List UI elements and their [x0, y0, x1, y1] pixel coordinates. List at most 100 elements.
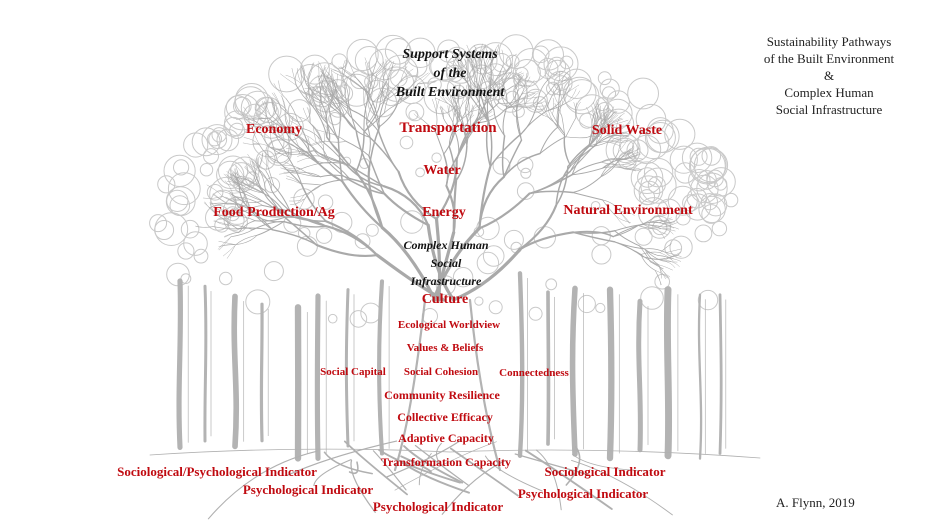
canopy-leaf-cluster [269, 56, 305, 92]
aerial-root [699, 295, 701, 459]
canopy-leaf-cluster [724, 193, 737, 206]
canopy-leaf-cluster [406, 103, 424, 121]
canopy-leaf-cluster [521, 168, 531, 178]
tree-branch [639, 246, 650, 262]
tree-branch [279, 171, 296, 174]
crown-heading: Support Systems of the Built Environment [396, 45, 505, 102]
tree-branch [573, 193, 603, 200]
canopy-leaf-cluster [350, 311, 367, 328]
tree-branch [297, 158, 310, 162]
author-credit: A. Flynn, 2019 [776, 495, 855, 511]
tree-branch [213, 194, 227, 204]
label-social-capital: Social Capital [320, 367, 386, 378]
canopy-leaf-cluster [264, 262, 283, 281]
label-sociological-indicator-right: Sociological Indicator [545, 465, 666, 478]
aerial-root [205, 286, 206, 441]
label-connectedness: Connectedness [499, 368, 569, 379]
ground-root [325, 452, 373, 473]
trunk-heading-line-1: Complex Human [403, 236, 488, 254]
title-line-2: of the Built Environment [764, 50, 894, 67]
tree-branch [301, 152, 319, 164]
aerial-root [573, 288, 575, 454]
label-water: Water [423, 164, 460, 178]
canopy-leaf-cluster [366, 224, 378, 236]
canopy-leaf-cluster [347, 39, 378, 70]
canopy-leaf-cluster [316, 228, 331, 243]
label-adaptive-capacity: Adaptive Capacity [398, 432, 494, 444]
tree-branch [279, 81, 287, 99]
aerial-root [179, 281, 180, 447]
tree-branch [615, 242, 643, 257]
canopy-leaf-cluster [328, 314, 337, 323]
tree-branch [296, 164, 318, 171]
trunk-heading-line-3: Infrastructure [403, 272, 488, 290]
label-natural-environment: Natural Environment [563, 204, 692, 218]
canopy-leaf-cluster [368, 88, 397, 117]
aerial-root [667, 290, 668, 456]
title-line-5: Social Infrastructure [764, 101, 894, 118]
label-psychological-indicator-center: Psychological Indicator [373, 500, 503, 513]
trunk-heading-line-2: Social [403, 254, 488, 272]
canopy-leaf-cluster [400, 136, 413, 149]
canopy-leaf-cluster [409, 111, 418, 120]
tree-branch [236, 235, 257, 244]
aerial-root [234, 296, 236, 446]
canopy-leaf-cluster [489, 301, 502, 314]
label-economy: Economy [246, 123, 302, 137]
canopy-leaf-cluster [578, 295, 595, 312]
canopy-leaf-cluster [515, 49, 549, 83]
label-psychological-indicator-left: Psychological Indicator [243, 483, 373, 496]
tree-branch [520, 232, 573, 249]
canopy-leaf-cluster [592, 227, 610, 245]
canopy-leaf-cluster [546, 279, 557, 290]
aerial-root [610, 290, 611, 459]
canopy-leaf-cluster [288, 100, 310, 122]
title-line-1: Sustainability Pathways [764, 33, 894, 50]
tree-branch [323, 133, 324, 146]
tree-branch [666, 249, 681, 253]
title-line-3: & [764, 67, 894, 84]
tree-branch [552, 98, 554, 114]
title-line-4: Complex Human [764, 84, 894, 101]
canopy-leaf-cluster [702, 205, 721, 224]
canopy-leaf-cluster [596, 303, 605, 312]
canopy-leaf-cluster [246, 290, 270, 314]
label-sociological-psychological-indicator: Sociological/Psychological Indicator [117, 465, 317, 478]
canopy-leaf-cluster [155, 221, 174, 240]
label-community-resilience: Community Resilience [384, 389, 500, 401]
aerial-root [639, 301, 641, 450]
tree-branch [556, 166, 571, 206]
tree-branch [379, 132, 399, 172]
tree-branch [504, 140, 522, 177]
label-transportation: Transportation [399, 121, 496, 136]
tree-branch [565, 136, 571, 166]
canopy-leaf-cluster [200, 164, 212, 176]
canopy-leaf-cluster [695, 225, 712, 242]
canopy-leaf-cluster [181, 220, 199, 238]
canopy-leaf-cluster [529, 307, 542, 320]
tree-branch [665, 260, 680, 267]
canopy-leaf-cluster [155, 213, 188, 246]
label-collective-efficacy: Collective Efficacy [397, 411, 493, 423]
tree-branch [540, 127, 558, 154]
tree-branch [346, 141, 369, 156]
canopy-leaf-cluster [401, 211, 423, 233]
aerial-root [720, 295, 721, 454]
tree-branch [571, 145, 597, 166]
label-values-beliefs: Values & Beliefs [407, 343, 484, 354]
aerial-root [261, 304, 262, 441]
label-culture: Culture [422, 293, 468, 307]
tree-branch [444, 134, 453, 155]
tree-branch [568, 146, 590, 166]
canopy-leaf-cluster [432, 153, 441, 162]
tree-branch [385, 103, 401, 113]
label-food-production: Food Production/Ag [213, 206, 334, 220]
tree-branch [300, 184, 321, 186]
aerial-root [317, 296, 318, 458]
label-transformation-capacity: Transformation Capacity [381, 456, 511, 468]
canopy-leaf-cluster [212, 128, 226, 142]
tree-branch [370, 137, 399, 171]
canopy-leaf-cluster [698, 290, 717, 309]
tree-branch [566, 137, 587, 138]
